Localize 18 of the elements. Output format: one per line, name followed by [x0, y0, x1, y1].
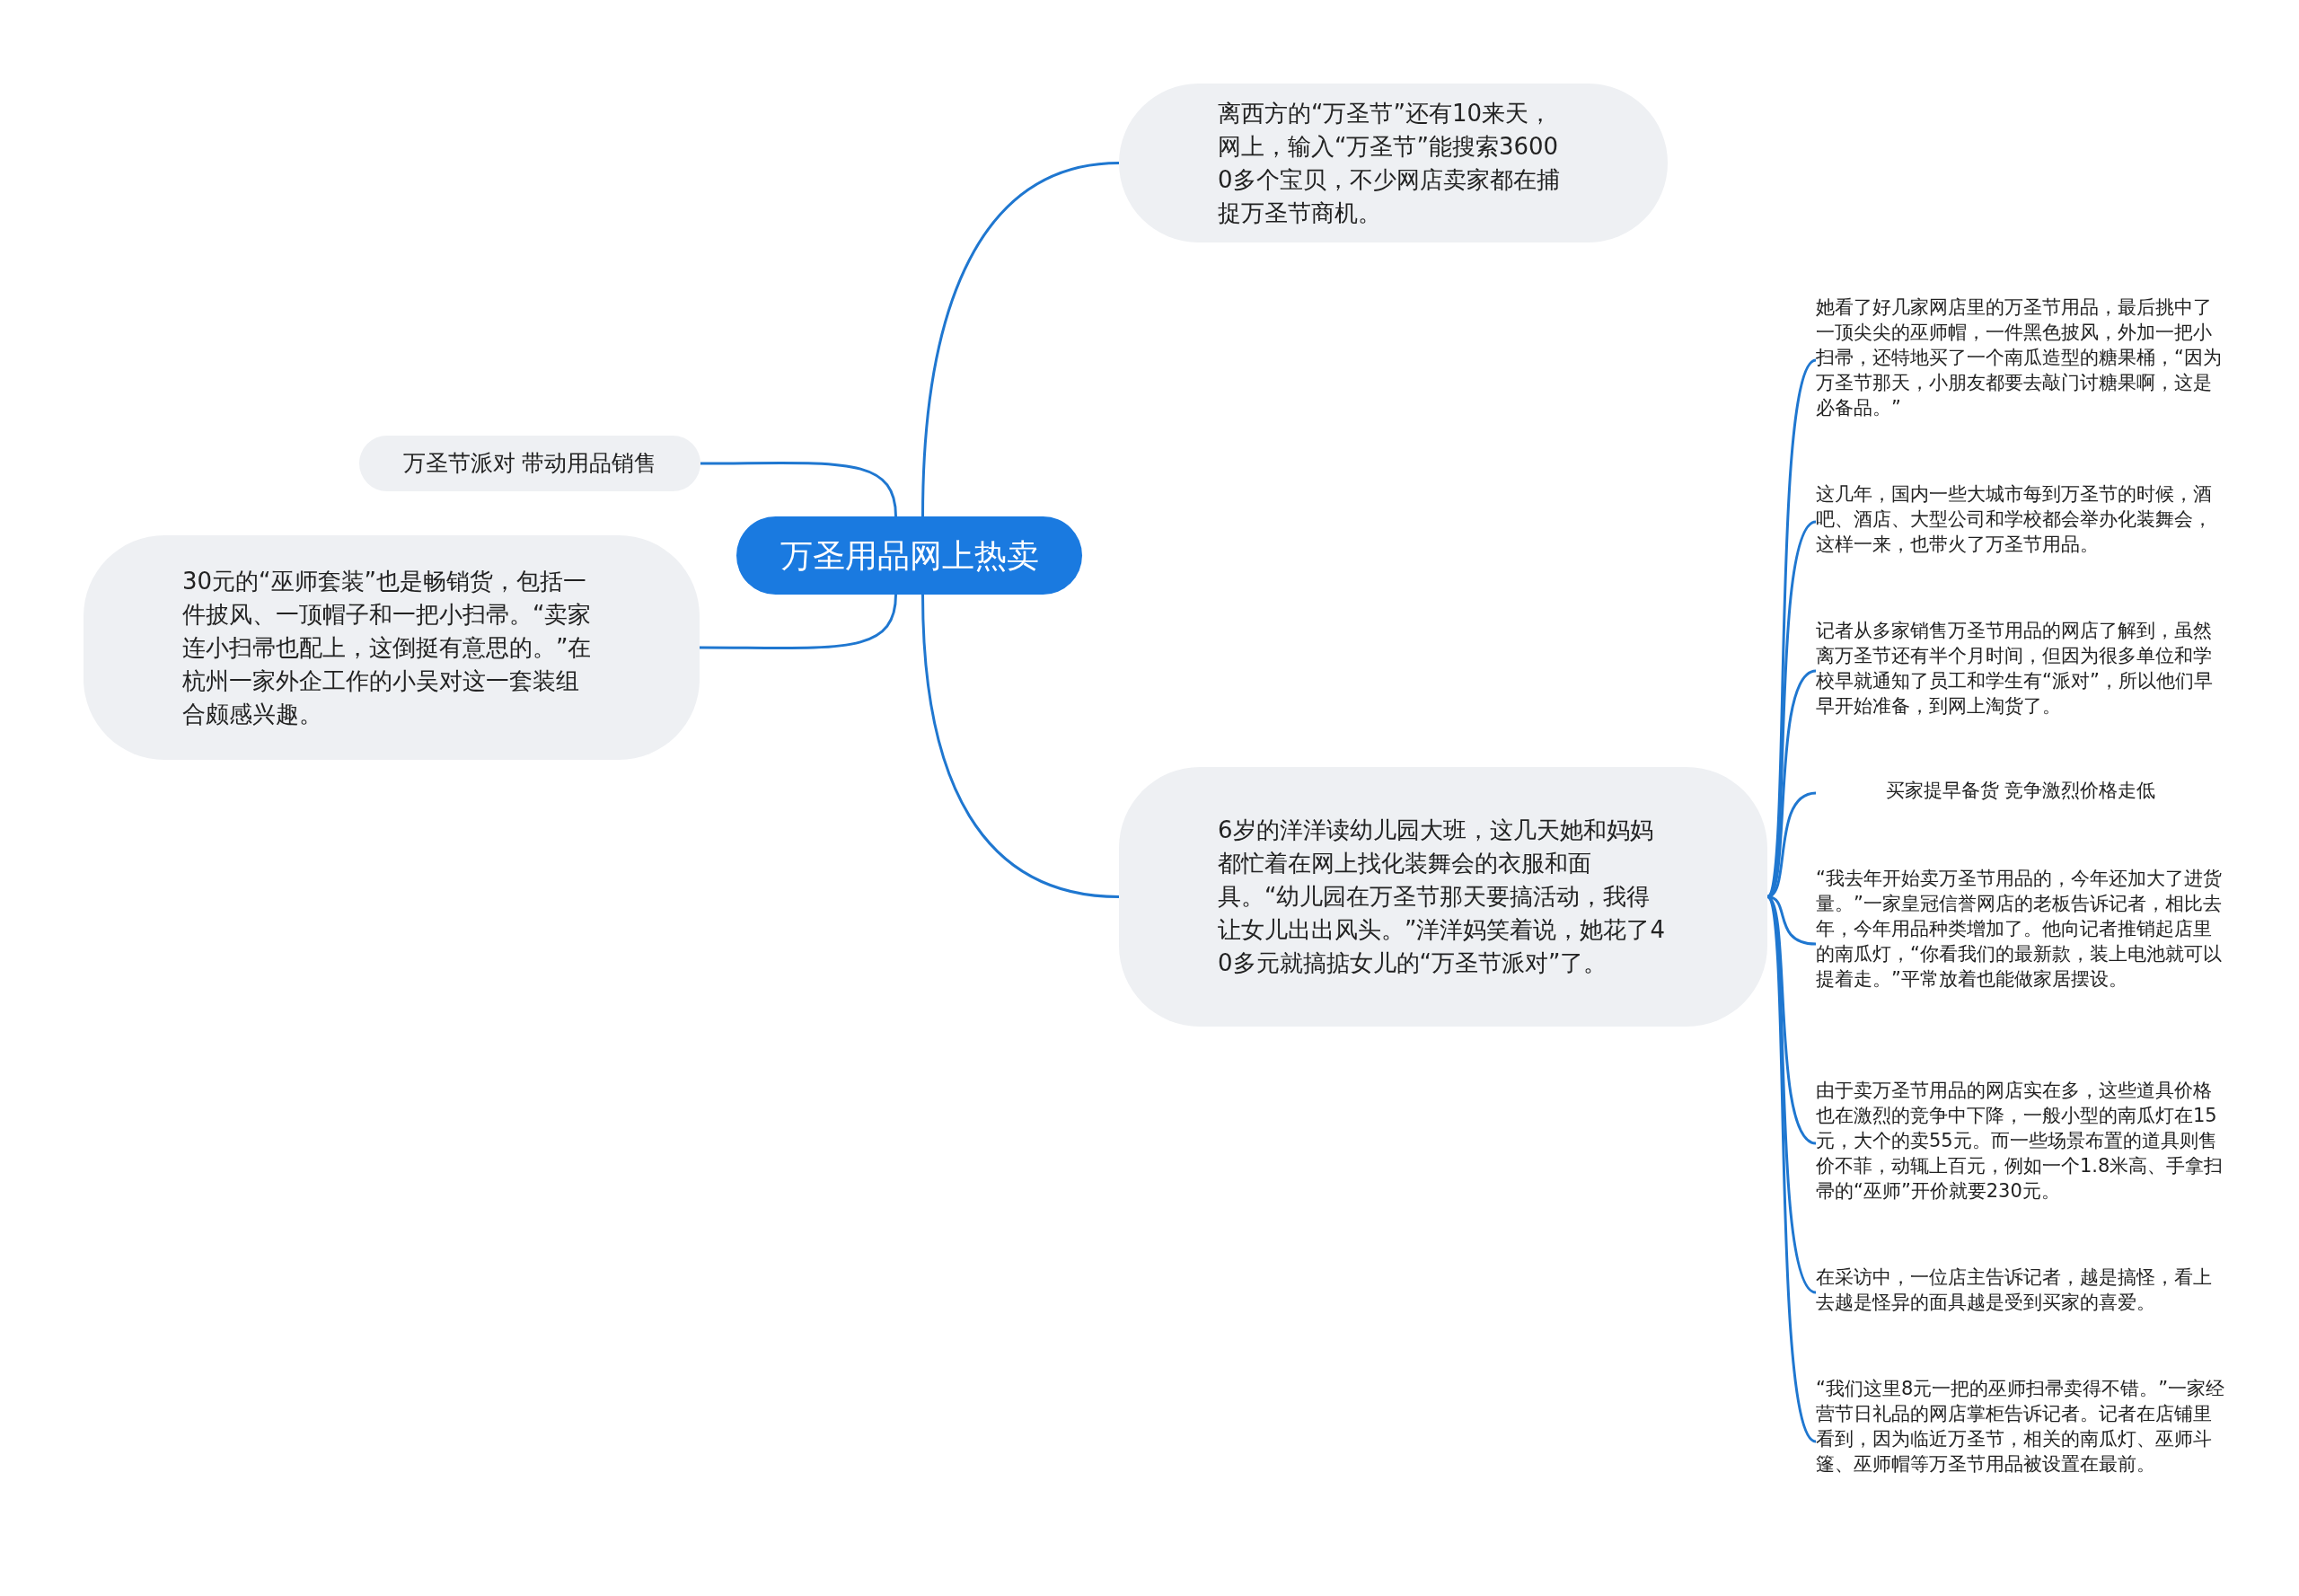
connector-line: [921, 162, 1120, 517]
central-topic: 万圣用品网上热卖: [736, 516, 1082, 595]
connector-line: [700, 461, 897, 517]
topic-bubble: 30元的“巫师套装”也是畅销货，包括一件披风、一顶帽子和一把小扫帚。“卖家连小扫帚也配上，这倒挺有意思的。”在杭州一家外企工作的小吴对这一套装组合颇感兴趣。: [84, 535, 700, 760]
note-text: 这几年，国内一些大城市每到万圣节的时候，酒吧、酒店、大型公司和学校都会举办化装舞会，这样一来，也带火了万圣节用品。: [1816, 481, 2225, 562]
topic-bubble: 离西方的“万圣节”还有10来天，网上，输入“万圣节”能搜索36000多个宝贝，不少网店卖家都在捕捉万圣节商机。: [1119, 84, 1668, 242]
note-text: 买家提早备货 竞争激烈价格走低: [1816, 778, 2225, 808]
connector-line: [700, 594, 897, 650]
note-text: “我去年开始卖万圣节用品的，今年还加大了进货量。”一家皇冠信誉网店的老板告诉记者，相比去年，今年用品种类增加了。他向记者推销起店里的南瓜灯，“你看我们的最新款，装上电池就可以提着走。”平常放着也能做家居摆设。: [1816, 866, 2225, 1022]
connector-line: [1766, 895, 1818, 1442]
topic-bubble: 6岁的洋洋读幼儿园大班，这几天她和妈妈都忙着在网上找化装舞会的衣服和面具。“幼儿园在万圣节那天要搞活动，我得让女儿出出风头。”洋洋妈笑着说，她花了40多元就搞掂女儿的“万圣节派对”了。: [1119, 767, 1767, 1027]
note-text: 在采访中，一位店主告诉记者，越是搞怪，看上去越是怪异的面具越是受到买家的喜爱。: [1816, 1265, 2225, 1320]
topic-bubble: 万圣节派对 带动用品销售: [359, 436, 700, 491]
note-text: 她看了好几家网店里的万圣节用品，最后挑中了一顶尖尖的巫师帽，一件黑色披风，外加一把小扫帚，还特地买了一个南瓜造型的糖果桶，“因为万圣节那天，小朋友都要去敲门讨糖果啊，这是必备品。”: [1816, 295, 2225, 426]
connector-line: [921, 594, 1120, 898]
note-text: 记者从多家销售万圣节用品的网店了解到，虽然离万圣节还有半个月时间，但因为很多单位和学校早就通知了员工和学生有“派对”，所以他们早早开始准备，到网上淘货了。: [1816, 618, 2225, 724]
note-text: 由于卖万圣节用品的网店实在多，这些道具价格也在激烈的竞争中下降，一般小型的南瓜灯在15元，大个的卖55元。而一些场景布置的道具则售价不菲，动辄上百元，例如一个1.8米高、手拿扫帚的“巫师”开价就要230元。: [1816, 1078, 2225, 1209]
note-text: “我们这里8元一把的巫师扫帚卖得不错。”一家经营节日礼品的网店掌柜告诉记者。记者在店铺里看到，因为临近万圣节，相关的南瓜灯、巫师斗篷、巫师帽等万圣节用品被设置在最前。: [1816, 1376, 2225, 1507]
